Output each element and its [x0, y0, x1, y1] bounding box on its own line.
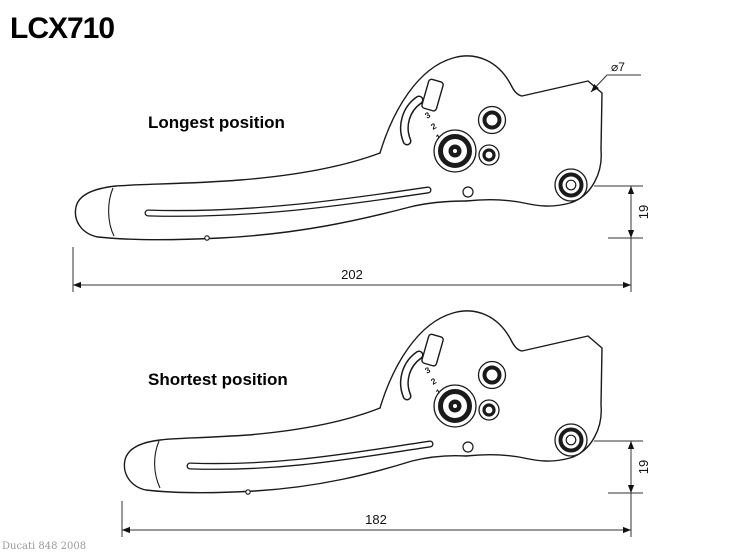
dim-height-short-value: 19 [636, 460, 651, 474]
dim-length-short-value: 182 [365, 512, 387, 527]
annotation-hole-diameter: ⌀7 [590, 60, 641, 93]
dimension-height-long: 19 [594, 185, 651, 239]
dim-length-long-value: 202 [341, 267, 363, 282]
dimension-height-short: 19 [594, 440, 651, 494]
watermark-text: Ducati 848 2008 [2, 541, 87, 552]
dim-height-long-value: 19 [636, 205, 651, 219]
lever-diagram-shortest [123, 311, 602, 495]
blade-recess-short [186, 440, 434, 470]
page-title: LCX710 [10, 12, 115, 45]
blade-recess-long [144, 186, 432, 217]
blade-notch-long [204, 235, 210, 241]
hole-diameter-value: ⌀7 [611, 60, 625, 74]
blade-outline-long [74, 152, 467, 241]
position-label-longest: Longest position [148, 113, 285, 132]
lever-diagram-longest [74, 56, 602, 241]
blade-outline-short [123, 407, 467, 494]
blade-tip-line-long [108, 187, 115, 237]
blade-notch-short [245, 489, 251, 495]
position-label-shortest: Shortest position [148, 370, 288, 389]
blade-tip-line-short [154, 440, 161, 489]
